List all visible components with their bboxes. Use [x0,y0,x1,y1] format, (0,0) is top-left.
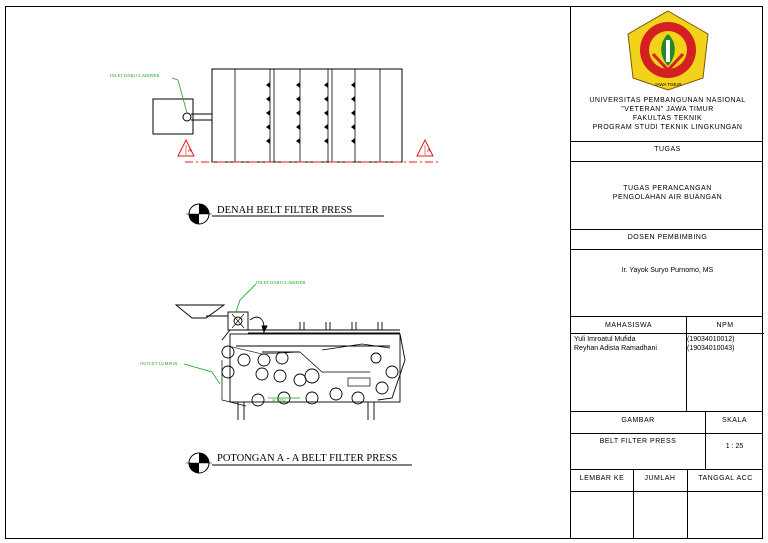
section-view [174,304,406,420]
task-line: PENGOLAHAN AIR BUANGAN [612,194,723,201]
task-header: TUGAS [654,146,681,153]
section-top-posts [299,322,383,330]
plan-title-group: DENAH BELT FILTER PRESS [186,203,384,225]
student-npms: (19034010012) (19034010043) [687,335,763,353]
plan-title: DENAH BELT FILTER PRESS [217,205,352,216]
student-npm: (19034010012) [687,336,735,343]
plan-teeth [266,82,355,144]
student-name: Yuli Imroatul Mufida [574,336,636,343]
institution-line: PROGRAM STUDI TEKNIK LINGKUNGAN [592,124,743,131]
drawing-area: INLET DARI CLARIFIER A A DENAH BELT FILT… [110,68,440,474]
plan-inlet-leader [171,77,188,114]
section-hopper [174,304,226,319]
student-header: MAHASISWA [604,322,653,329]
plan-inlet-nozzle [182,112,192,122]
section-marker-right: A [416,138,434,157]
scale-value: 1 : 25 [725,443,744,450]
student-npm: (19034010043) [687,345,735,352]
sheet-header: LEMBAR KE [579,475,625,482]
plan-view: INLET DARI CLARIFIER A A [110,68,440,163]
student-names: Yuli Imroatul Mufida Reyhan Adista Ramad… [574,335,684,353]
student-name: Reyhan Adista Ramadhani [574,345,657,352]
total-header: JUMLAH [644,475,676,482]
section-frame-right [377,333,406,401]
section-outlet-label: OUTLET LUMPUR [140,361,177,366]
section-frame [229,333,401,403]
institution-line: "VETERAN" JAWA TIMUR [621,106,714,113]
institution-line: FAKULTAS TEKNIK [632,115,703,122]
plan-inlet-label: INLET DARI CLARIFIER [110,73,159,78]
institution-block: UNIVERSITAS PEMBANGUNAN NASIONAL "VETERA… [571,96,764,132]
scale-header: SKALA [721,417,748,424]
section-inlet-label: INLET DARI CLARIFIER [256,280,305,285]
section-rollers [221,345,399,407]
section-title: POTONGAN A - A BELT FILTER PRESS [217,453,397,464]
section-marker-right-letter: A [427,148,431,154]
task-title: TUGAS PERANCANGAN PENGOLAHAN AIR BUANGAN [571,184,764,202]
section-tray [347,377,371,387]
logo-bottom-text: JAWA TIMUR [654,82,682,87]
section-outlet-leader [183,363,221,385]
institution-line: UNIVERSITAS PEMBANGUNAN NASIONAL [589,97,746,104]
advisor-header: DOSEN PEMBIMBING [627,234,708,241]
drawing-sheet-border [5,6,763,539]
section-title-group: POTONGAN A - A BELT FILTER PRESS [186,452,412,474]
plan-panel-lines [234,69,381,162]
section-inlet-leader [235,283,257,313]
npm-header: NPM [716,322,734,329]
section-note-label: SCREW [272,398,286,403]
section-posts-top [303,322,379,330]
title-block: JAWA TIMUR UNIVERSITAS PEMBANGUNAN NASIO… [570,6,764,539]
plan-frame [211,68,403,163]
university-logo: JAWA TIMUR [627,10,709,91]
section-marker-left-letter: A [188,148,192,154]
task-line: TUGAS PERANCANGAN [623,185,712,192]
advisor-name: Ir. Yayok Suryo Purnomo, MS [621,267,714,274]
section-frame-left [221,329,248,341]
drawing-header: GAMBAR [621,417,655,424]
section-marker-left: A [177,138,195,157]
drawing-name: BELT FILTER PRESS [599,438,677,445]
acc-header: TANGGAL ACC [698,475,753,482]
